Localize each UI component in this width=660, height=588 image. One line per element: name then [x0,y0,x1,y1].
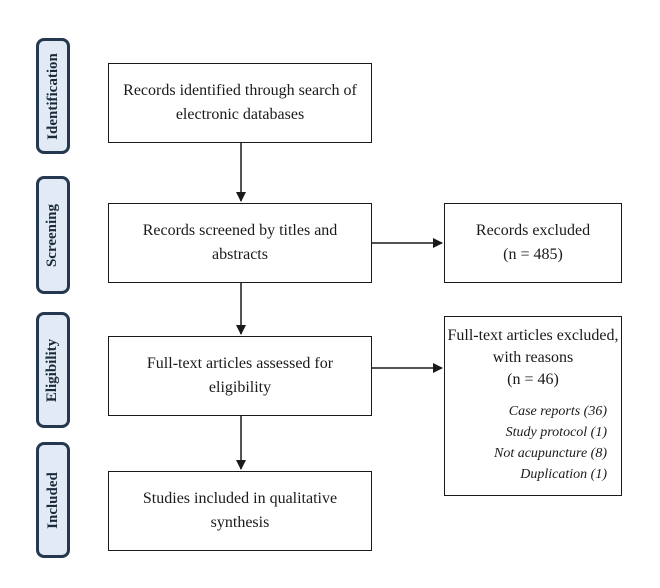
records-excluded-label: Records excluded [475,222,591,239]
box-fulltext-assessed: Full-text articles assessed for eligibil… [108,336,372,416]
box-fulltext-assessed-text: Full-text articles assessed for eligibil… [146,355,334,396]
reason-item: Study protocol (1) [505,425,607,440]
fulltext-excluded-label: Full-text articles excluded, with reason… [447,327,619,366]
reason-item: Duplication (1) [520,467,607,482]
reason-item: Case reports (36) [508,404,607,419]
fulltext-excluded-count: (n = 46) [507,371,559,388]
box-studies-included-text: Studies included in qualitative synthesi… [142,490,338,531]
stage-identification: Identification [36,38,70,154]
records-excluded-count: (n = 485) [503,246,563,263]
box-records-screened-text: Records screened by titles and abstracts [142,222,338,263]
stage-included: Included [36,442,70,558]
reason-item: Not acupuncture (8) [493,446,607,461]
box-records-excluded: Records excluded (n = 485) [444,203,622,283]
box-records-identified: Records identified through search of ele… [108,63,372,143]
stage-screening: Screening [36,176,70,294]
box-records-screened: Records screened by titles and abstracts [108,203,372,283]
exclusion-reasons: Case reports (36) Study protocol (1) Not… [445,391,621,485]
box-fulltext-excluded: Full-text articles excluded, with reason… [444,316,622,496]
stage-eligibility: Eligibility [36,312,70,428]
box-records-identified-text: Records identified through search of ele… [123,82,357,123]
fulltext-excluded-head: Full-text articles excluded, with reason… [445,317,621,391]
box-studies-included: Studies included in qualitative synthesi… [108,471,372,551]
